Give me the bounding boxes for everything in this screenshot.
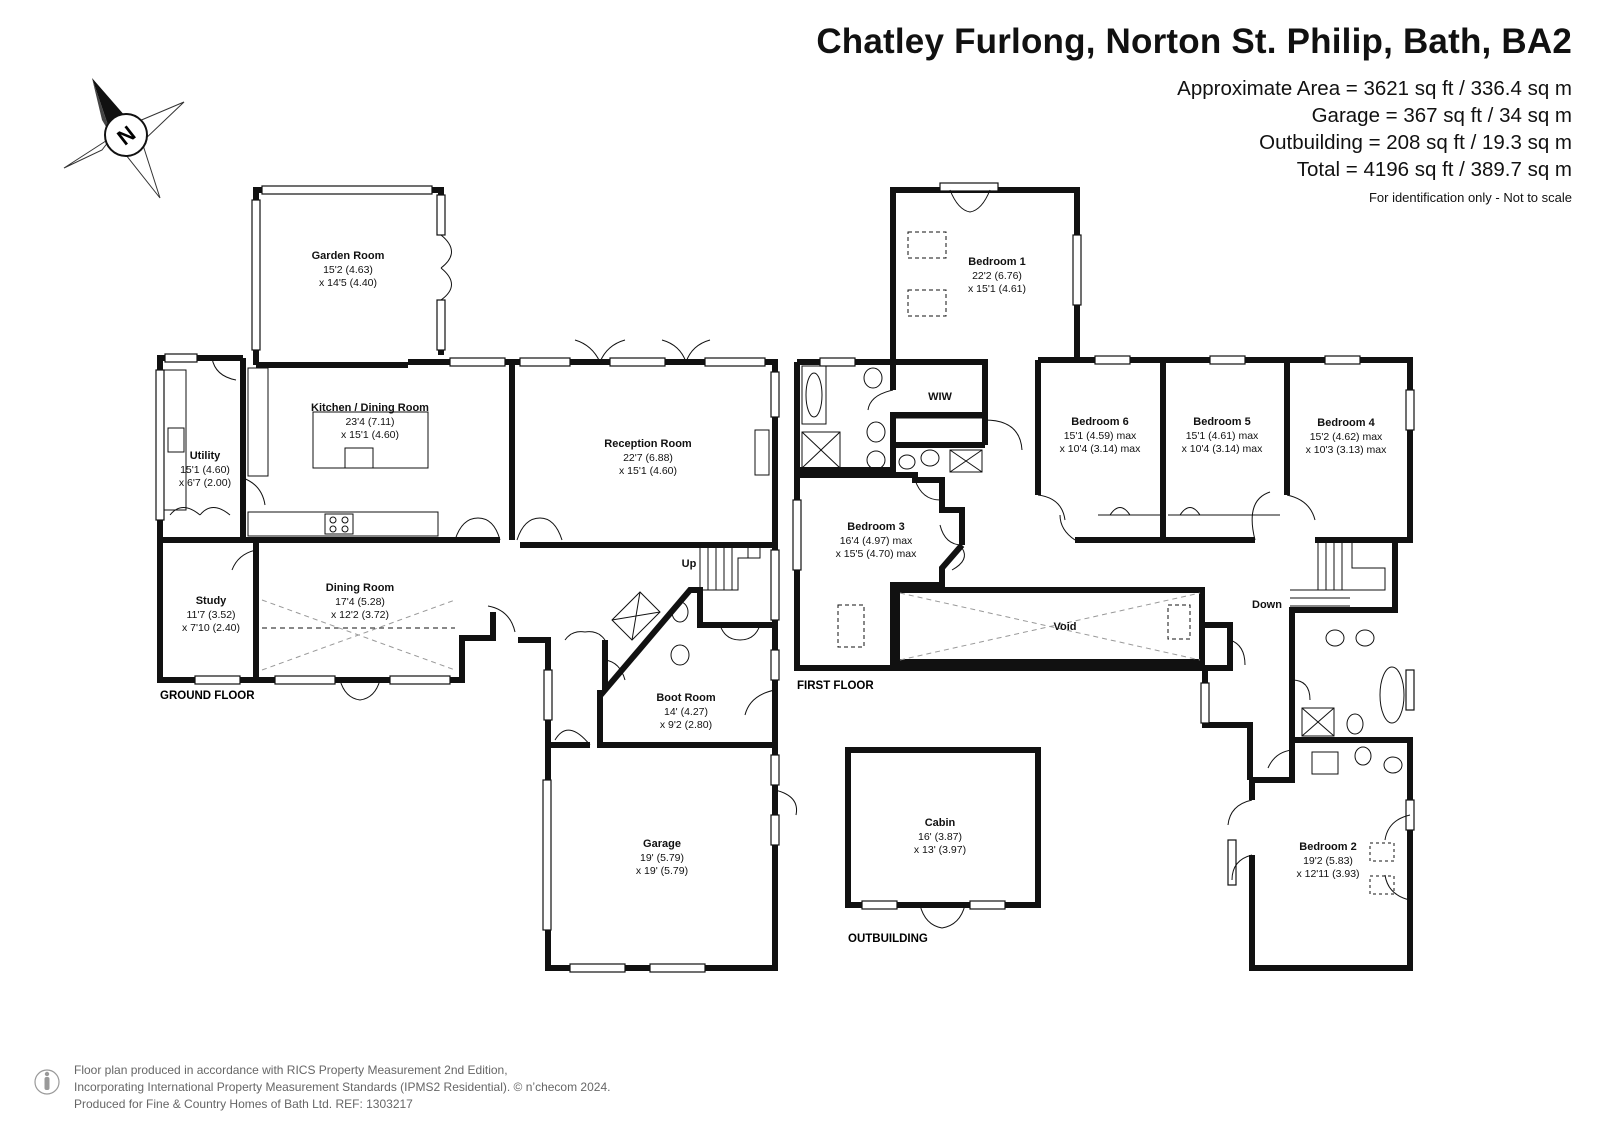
first-floor-windows <box>792 182 1415 886</box>
reception-dim1: 22'7 (6.88) <box>623 452 673 464</box>
stairs-up-label: Up <box>682 558 697 570</box>
outbuilding-windows <box>861 900 1006 910</box>
reception-name: Reception Room <box>604 438 692 450</box>
boot-room-name: Boot Room <box>656 692 715 704</box>
bedroom1-dim2: x 15'1 (4.61) <box>968 283 1026 295</box>
bedroom3-dim2: x 15'5 (4.70) max <box>836 548 918 560</box>
garden-room-dim1: 15'2 (4.63) <box>323 264 373 276</box>
boot-room-dim1: 14' (4.27) <box>664 706 708 718</box>
bedroom5-dim2: x 10'4 (3.14) max <box>1182 443 1264 455</box>
garage-dim1: 19' (5.79) <box>640 852 684 864</box>
garage-name: Garage <box>643 838 681 850</box>
first-floor-label: FIRST FLOOR <box>797 680 874 692</box>
utility-name: Utility <box>190 450 221 462</box>
bedroom2-dim1: 19'2 (5.83) <box>1303 855 1353 867</box>
utility-dim2: x 6'7 (2.00) <box>179 477 231 489</box>
outbuilding-walls <box>845 747 1041 908</box>
utility-dim1: 15'1 (4.60) <box>180 464 230 476</box>
page-title: Chatley Furlong, Norton St. Philip, Bath… <box>816 22 1572 61</box>
boot-room-dim2: x 9'2 (2.80) <box>660 719 712 731</box>
study-name: Study <box>196 595 227 607</box>
cabin-name: Cabin <box>925 817 956 829</box>
garage-area: Garage = 367 sq ft / 34 sq m <box>1311 104 1572 127</box>
dining-name: Dining Room <box>326 582 395 594</box>
compass-icon: N <box>63 78 185 199</box>
garden-room-dim2: x 14'5 (4.40) <box>319 277 377 289</box>
footer-line-1: Floor plan produced in accordance with R… <box>74 1063 508 1077</box>
bedroom3-name: Bedroom 3 <box>847 521 904 533</box>
study-dim1: 11'7 (3.52) <box>186 609 235 621</box>
bedroom4-dim2: x 10'3 (3.13) max <box>1306 444 1388 456</box>
stairs-down-label: Down <box>1252 599 1282 611</box>
bedroom4-dim1: 15'2 (4.62) max <box>1310 431 1383 443</box>
bedroom4-name: Bedroom 4 <box>1317 417 1375 429</box>
ground-floor-doors <box>169 234 798 816</box>
person-icon <box>34 1069 60 1095</box>
bedroom6-dim2: x 10'4 (3.14) max <box>1060 443 1142 455</box>
ground-floor-fixtures <box>163 367 770 671</box>
wiw-label: WIW <box>928 391 952 403</box>
footer-line-2: Incorporating International Property Mea… <box>74 1080 611 1094</box>
ground-floor-windows <box>155 185 780 973</box>
first-floor-doors <box>867 189 1411 901</box>
dining-dim1: 17'4 (5.28) <box>335 596 385 608</box>
bedroom3-dim1: 16'4 (4.97) max <box>840 535 913 547</box>
kitchen-dim2: x 15'1 (4.60) <box>341 429 399 441</box>
bedroom1-name: Bedroom 1 <box>968 256 1025 268</box>
bedroom6-name: Bedroom 6 <box>1071 416 1128 428</box>
reception-dim2: x 15'1 (4.60) <box>619 465 677 477</box>
ground-floor-label: GROUND FLOOR <box>160 690 255 702</box>
approximate-area: Approximate Area = 3621 sq ft / 336.4 sq… <box>1177 77 1572 100</box>
first-floor-walls <box>794 187 1413 971</box>
garden-room-name: Garden Room <box>312 250 385 262</box>
outbuilding-doors <box>919 904 966 929</box>
disclaimer-note: For identification only - Not to scale <box>1368 190 1572 205</box>
dining-dim2: x 12'2 (3.72) <box>331 609 389 621</box>
garage-dim2: x 19' (5.79) <box>636 865 688 877</box>
outbuilding-area: Outbuilding = 208 sq ft / 19.3 sq m <box>1259 131 1572 154</box>
footer-line-3: Produced for Fine & Country Homes of Bat… <box>74 1097 413 1111</box>
total-area: Total = 4196 sq ft / 389.7 sq m <box>1296 158 1572 181</box>
cabin-dim1: 16' (3.87) <box>918 831 962 843</box>
bedroom2-name: Bedroom 2 <box>1299 841 1356 853</box>
first-floor-fixtures <box>801 231 1405 895</box>
bedroom5-name: Bedroom 5 <box>1193 416 1250 428</box>
study-dim2: x 7'10 (2.40) <box>182 622 240 634</box>
bedroom2-dim2: x 12'11 (3.93) <box>1296 868 1359 880</box>
kitchen-name: Kitchen / Dining Room <box>311 402 429 414</box>
footer-notes: Floor plan produced in accordance with R… <box>74 1062 610 1113</box>
bedroom1-dim1: 22'2 (6.76) <box>972 270 1022 282</box>
cabin-dim2: x 13' (3.97) <box>914 844 966 856</box>
kitchen-dim1: 23'4 (7.11) <box>345 416 394 428</box>
bedroom6-dim1: 15'1 (4.59) max <box>1064 430 1137 442</box>
void-label: Void <box>1053 621 1076 633</box>
bedroom5-dim1: 15'1 (4.61) max <box>1186 430 1259 442</box>
outbuilding-label: OUTBUILDING <box>848 933 928 945</box>
